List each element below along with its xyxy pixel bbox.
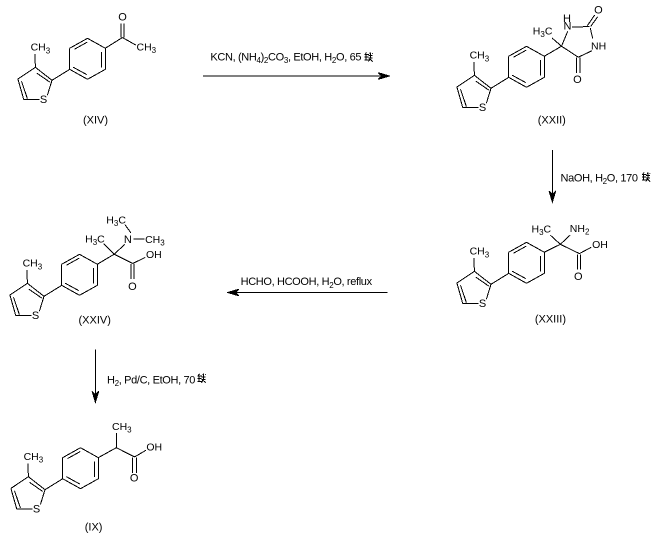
svg-text:NH: NH (591, 41, 606, 53)
svg-text:CH3: CH3 (112, 421, 132, 435)
svg-text:CH3: CH3 (137, 42, 157, 56)
svg-text:O: O (573, 74, 582, 86)
svg-text:H3C: H3C (533, 26, 553, 40)
svg-text:H3C: H3C (106, 215, 126, 229)
svg-text:CH3: CH3 (24, 451, 44, 465)
svg-text:(XXIII): (XXIII) (535, 313, 566, 325)
svg-text:S: S (40, 94, 47, 106)
svg-text:H: H (563, 13, 571, 25)
svg-text:S: S (479, 298, 486, 310)
svg-text:CH3: CH3 (31, 42, 51, 56)
svg-text:S: S (32, 310, 39, 322)
svg-text:S: S (33, 503, 40, 515)
svg-text:(IX): (IX) (85, 522, 103, 533)
svg-text:CH3: CH3 (470, 246, 490, 260)
svg-text:O: O (118, 12, 127, 24)
svg-text:N: N (564, 21, 572, 33)
svg-text:H2, Pd/C, EtOH, 70: H2, Pd/C, EtOH, 70 (107, 375, 195, 389)
svg-text:O: O (128, 281, 137, 293)
svg-text:(XXII): (XXII) (538, 115, 566, 127)
svg-text:CH3: CH3 (145, 234, 165, 248)
svg-text:OH: OH (592, 239, 608, 251)
svg-text:OH: OH (146, 442, 162, 454)
svg-text:H3C: H3C (85, 234, 105, 248)
svg-text:S: S (479, 102, 486, 114)
svg-text:(XIV): (XIV) (83, 114, 108, 126)
svg-text:O: O (594, 4, 603, 16)
svg-text:NaOH, H2O, 170: NaOH, H2O, 170 (561, 173, 638, 187)
svg-text:CH3: CH3 (23, 258, 43, 272)
svg-text:HCHO, HCOOH, H2O, reflux: HCHO, HCOOH, H2O, reflux (241, 276, 373, 290)
svg-text:OH: OH (146, 249, 162, 261)
svg-text:H3C: H3C (532, 224, 552, 238)
svg-text:N: N (124, 234, 132, 246)
svg-text:O: O (130, 472, 139, 484)
svg-text:CH3: CH3 (470, 50, 490, 64)
svg-text:(XXIV): (XXIV) (78, 314, 110, 326)
svg-text:NH2: NH2 (570, 223, 590, 237)
svg-text:O: O (574, 271, 583, 283)
svg-text:KCN, (NH4)2CO3, EtOH, H2O, 65: KCN, (NH4)2CO3, EtOH, H2O, 65 (210, 51, 361, 65)
